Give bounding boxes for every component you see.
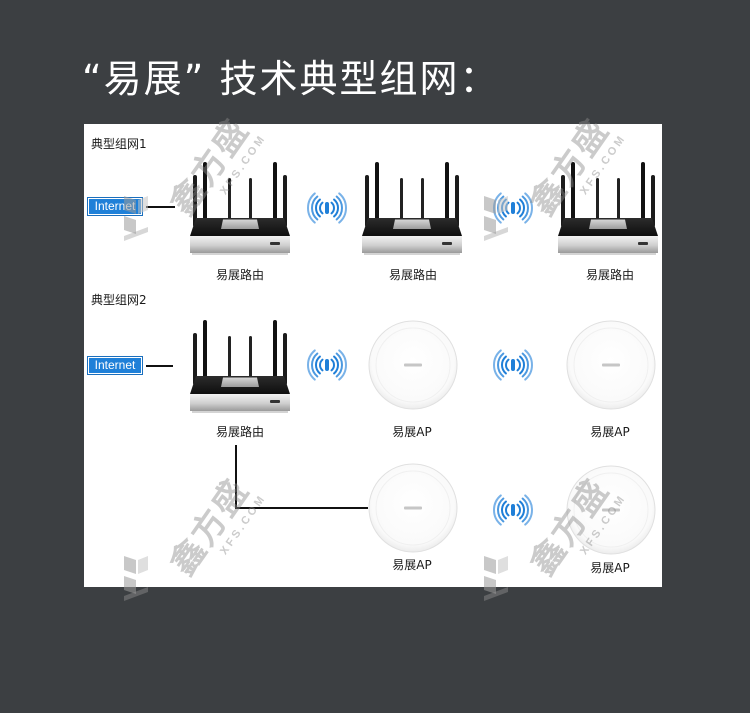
ceiling-ap-icon — [368, 463, 458, 553]
device-label-ap-2: 易展AP — [590, 425, 630, 439]
section-label-network-2: 典型组网2 — [91, 293, 147, 307]
internet-badge-network-1: Internet — [87, 197, 143, 216]
device-label-router-4: 易展路由 — [215, 425, 265, 439]
wifi-signal-icon — [493, 192, 533, 224]
device-label-ap-3: 易展AP — [392, 558, 432, 572]
wired-link-internet-router-4 — [146, 365, 173, 367]
ceiling-ap-icon — [368, 320, 458, 410]
wifi-signal-icon — [493, 494, 533, 526]
router-icon — [362, 162, 462, 255]
topology-panel: 典型组网1 Internet 易展路由 易展路由 易展路由 典型组网2 Inte… — [84, 124, 662, 587]
wired-link-router-ap-horizontal — [235, 507, 368, 509]
router-icon — [558, 162, 658, 255]
wired-link-router-ap-vertical — [235, 445, 237, 509]
device-label-ap-1: 易展AP — [392, 425, 432, 439]
router-icon — [190, 320, 290, 413]
ceiling-ap-icon — [566, 465, 656, 555]
wifi-signal-icon — [493, 349, 533, 381]
ceiling-ap-icon — [566, 320, 656, 410]
device-label-ap-4: 易展AP — [590, 561, 630, 575]
wifi-signal-icon — [307, 349, 347, 381]
device-label-router-1: 易展路由 — [215, 268, 265, 282]
device-label-router-3: 易展路由 — [585, 268, 635, 282]
device-label-router-2: 易展路由 — [388, 268, 438, 282]
wired-link-internet-router-1 — [146, 206, 175, 208]
page-title: “易展” 技术典型组网： — [82, 57, 500, 101]
section-label-network-1: 典型组网1 — [91, 137, 147, 151]
internet-badge-network-2: Internet — [87, 356, 143, 375]
router-icon — [190, 162, 290, 255]
wifi-signal-icon — [307, 192, 347, 224]
